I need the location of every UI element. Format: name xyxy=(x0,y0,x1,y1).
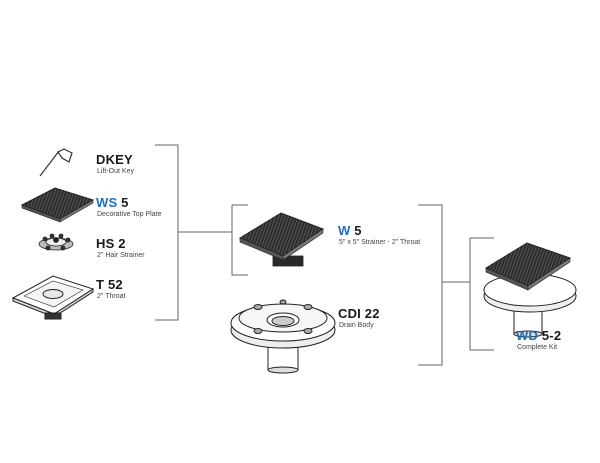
bracket-right xyxy=(469,237,494,351)
dkey-icon xyxy=(39,148,73,177)
ws5-description: Decorative Top Plate xyxy=(97,211,162,218)
t52-description: 2" Throat xyxy=(97,293,126,300)
dkey-description: Lift-Out Key xyxy=(97,168,134,175)
cdi22-code: CDI 22 xyxy=(338,306,380,321)
ws5-plate-icon xyxy=(20,187,95,223)
hs2-description: 2" Hair Strainer xyxy=(97,252,145,259)
t52-code: T 52 xyxy=(96,277,123,292)
dkey-code: DKEY xyxy=(96,152,133,167)
w5-code: W 5 xyxy=(338,223,362,238)
hs2-code: HS 2 xyxy=(96,236,126,251)
bracket-left xyxy=(155,144,232,321)
cdi22-drain-body-icon xyxy=(230,299,336,374)
wd52-kit-icon xyxy=(483,242,577,338)
ws5-code: WS 5 xyxy=(96,195,129,210)
hs2-strainer-icon xyxy=(38,233,74,251)
t52-throat-icon xyxy=(11,275,95,320)
wd52-description: Complete Kit xyxy=(517,344,558,351)
cdi22-description: Drain Body xyxy=(339,322,374,329)
bracket-middle xyxy=(231,204,470,366)
wd52-code: WD 5-2 xyxy=(516,328,562,343)
w5-strainer-icon xyxy=(238,212,325,267)
w5-description: 5" x 5" Strainer - 2" Throat xyxy=(339,239,421,246)
